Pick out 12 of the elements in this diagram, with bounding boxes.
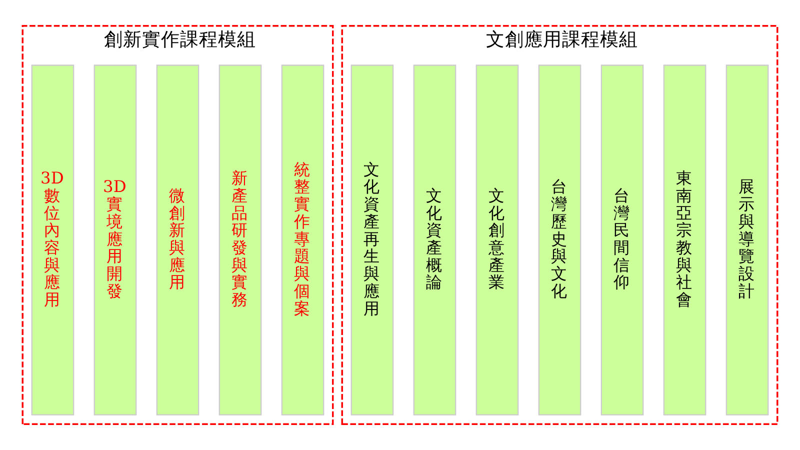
node-box: 3D數位內容與應用: [31, 64, 74, 416]
node-box: 展示與導覽設計: [726, 64, 769, 416]
node-box: 台灣民間信仰: [600, 64, 644, 416]
node-box: 文化資產概論: [413, 64, 456, 416]
node-box: 台灣歷史與文化: [538, 64, 582, 416]
node-box: 東南亞宗教與社會: [663, 64, 706, 416]
node-box: 文化資產再生與應用: [350, 64, 394, 416]
node-box: 3D實境應用開發: [94, 64, 137, 416]
node-box: 統整實作專題與個案: [281, 64, 324, 416]
node-box: 微創新與應用: [156, 64, 200, 416]
node-box: 新產品研發與實務: [218, 64, 262, 416]
node-box: 文化創意產業: [476, 64, 519, 416]
